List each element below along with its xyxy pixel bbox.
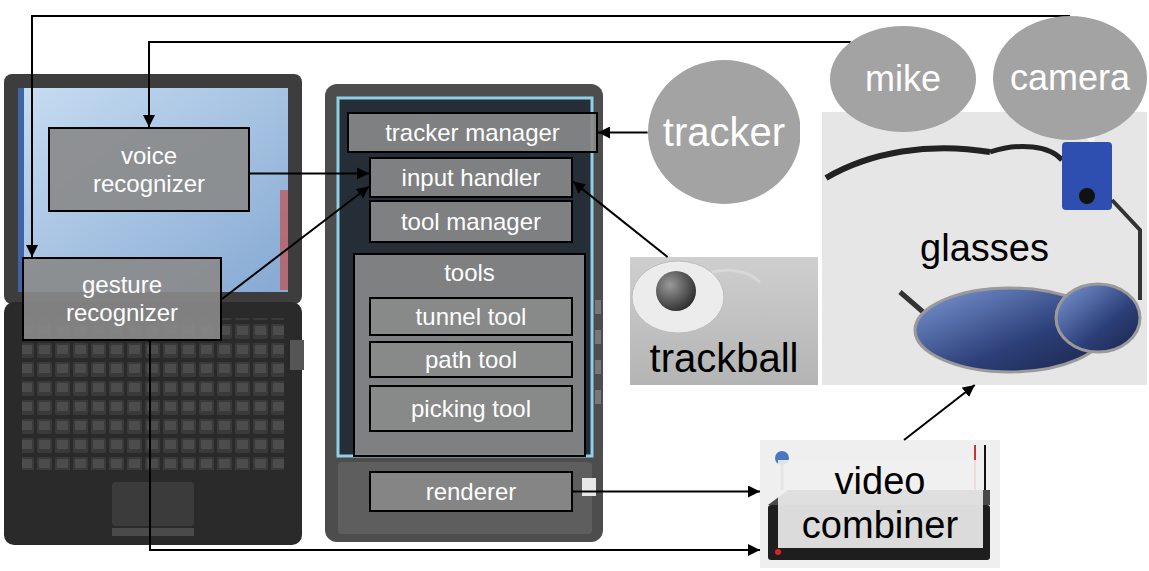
module-box: tool manager bbox=[369, 200, 573, 243]
node-label: tunnel tool bbox=[416, 303, 527, 331]
camera-lens bbox=[1079, 188, 1095, 204]
tablet-button bbox=[595, 330, 601, 344]
tracker-ellipse: tracker bbox=[648, 60, 801, 204]
laptop-touchpad bbox=[112, 482, 194, 526]
photo-ground bbox=[822, 112, 1147, 385]
connector-arrow bbox=[573, 491, 760, 493]
glasses-node: glasses bbox=[822, 112, 1147, 385]
tool-box: path tool bbox=[369, 341, 573, 378]
node-label: voice recognizer bbox=[69, 142, 229, 197]
tablet-bezel bbox=[338, 462, 592, 534]
glasses-photo bbox=[822, 112, 1147, 385]
tablet-button bbox=[582, 478, 596, 496]
node-label: tracker manager bbox=[385, 119, 560, 147]
video-combiner-node: video combiner bbox=[760, 440, 1000, 568]
trackball-body bbox=[632, 261, 724, 333]
connector-arrow bbox=[250, 172, 369, 174]
node-label: renderer bbox=[426, 478, 517, 506]
node-label: video combiner bbox=[778, 460, 983, 547]
node-label: tools bbox=[444, 259, 495, 287]
connector-arrow bbox=[598, 132, 648, 134]
node-label: glasses bbox=[920, 227, 1049, 271]
node-label: trackball bbox=[650, 335, 799, 381]
tablet-body bbox=[325, 84, 603, 542]
glasses-arm bbox=[1112, 200, 1140, 300]
tablet-button bbox=[595, 390, 601, 404]
node-label: tracker bbox=[663, 109, 785, 155]
tablet-pc bbox=[325, 84, 603, 542]
node-label: mike bbox=[865, 58, 941, 99]
module-box: gesture recognizer bbox=[22, 257, 222, 341]
module-box: renderer bbox=[369, 471, 573, 512]
connector-arrow bbox=[573, 182, 668, 257]
trackball-ball bbox=[656, 271, 696, 311]
trackball-cable bbox=[712, 270, 760, 282]
tablet-button bbox=[595, 360, 601, 374]
tool-box: picking tool bbox=[369, 385, 573, 432]
module-box: voice recognizer bbox=[48, 127, 250, 212]
node-label: path tool bbox=[425, 346, 517, 374]
power-led bbox=[775, 549, 781, 555]
node-label: camera bbox=[1010, 57, 1130, 98]
head-camera bbox=[1062, 142, 1112, 210]
tablet-button bbox=[595, 300, 601, 314]
ellipse-fill bbox=[830, 26, 976, 132]
trackball-photo bbox=[630, 257, 818, 385]
laptop-port bbox=[290, 340, 304, 370]
glasses-strap bbox=[826, 148, 990, 178]
left-laptop bbox=[4, 74, 304, 545]
video-combiner-photo bbox=[760, 440, 1000, 568]
connector-arrow bbox=[32, 16, 1070, 257]
node-label: tool manager bbox=[401, 208, 541, 236]
microphone-ellipse: mike bbox=[830, 26, 976, 132]
camera-ellipse: camera bbox=[993, 16, 1147, 140]
glasses-lens bbox=[1056, 284, 1140, 352]
touchpad-buttons bbox=[112, 528, 194, 536]
tools-group-box: tools tunnel tool path tool picking tool bbox=[353, 253, 586, 457]
tool-box: tunnel tool bbox=[369, 297, 573, 336]
node-label: input handler bbox=[402, 164, 541, 192]
glasses-strap bbox=[990, 146, 1062, 160]
node-label: picking tool bbox=[411, 395, 531, 423]
module-box: input handler bbox=[369, 157, 573, 198]
screen-reflection bbox=[280, 190, 288, 290]
node-label: gesture recognizer bbox=[42, 271, 202, 326]
ellipse-fill bbox=[993, 16, 1147, 140]
power-wire bbox=[984, 445, 986, 490]
trackball-node: trackball bbox=[630, 257, 818, 385]
photo-ground bbox=[630, 257, 818, 385]
photo-ground bbox=[760, 440, 1000, 568]
ellipse-fill bbox=[648, 60, 801, 204]
module-box: tracker manager bbox=[347, 112, 598, 153]
connector-arrow bbox=[904, 385, 975, 440]
